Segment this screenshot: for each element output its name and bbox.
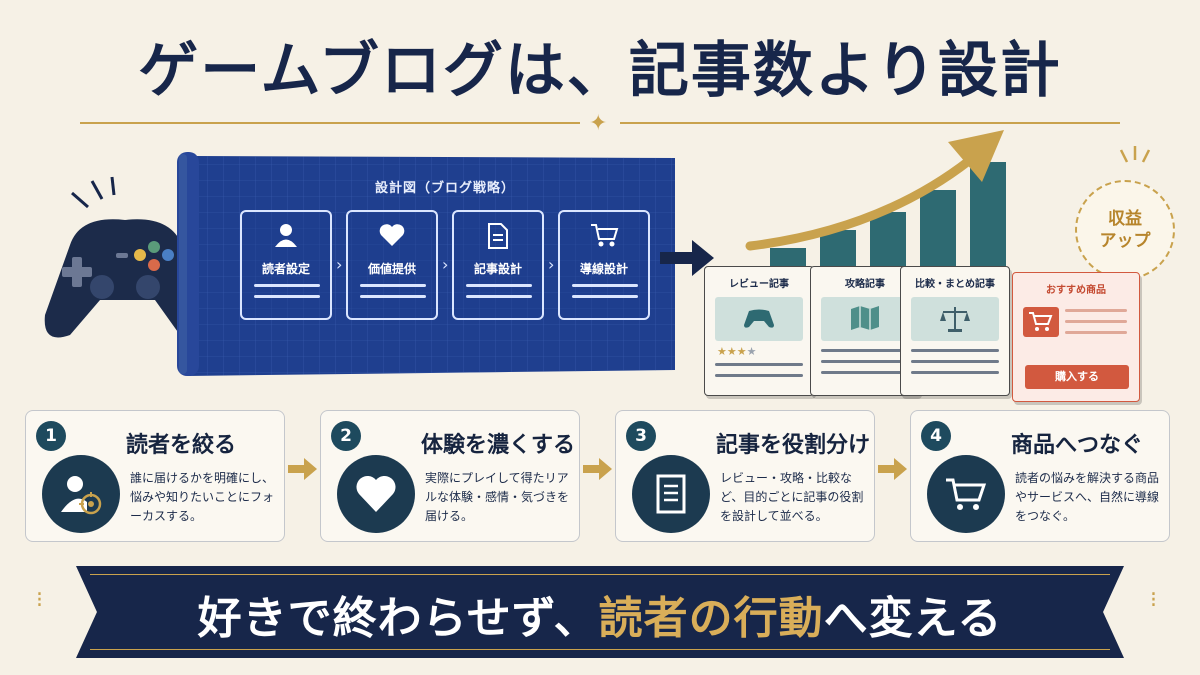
cart-icon (1029, 312, 1053, 331)
step-number: 3 (626, 421, 656, 451)
blueprint-card-value: 価値提供 (346, 210, 438, 320)
divider-left (80, 122, 580, 124)
document-icon (632, 455, 710, 533)
blueprint-card-article: 記事設計 (452, 210, 544, 320)
badge-line2: アップ (1099, 231, 1151, 251)
scale-icon (940, 307, 970, 332)
heart-icon (348, 222, 436, 252)
game-controller-icon (40, 175, 210, 354)
rating-stars: ★★★★ (717, 345, 757, 358)
blueprint-title: 設計図（ブログ戦略） (374, 181, 515, 196)
controller-icon (744, 309, 774, 328)
cart-icon (927, 455, 1005, 533)
step-number: 4 (921, 421, 951, 451)
step-description: 読者の悩みを解決する商品やサービスへ、自然に導線をつなぐ。 (1015, 471, 1160, 523)
arrow-right-icon (583, 456, 613, 486)
sparkle-icon: ✦ (589, 111, 608, 136)
step-description: レビュー・攻略・比較など、目的ごとに記事の役割を設計して並べる。 (720, 471, 864, 523)
chevron-right-icon: › (548, 255, 555, 274)
document-icon (454, 222, 542, 254)
banner-text-before: 好きで終わらせず、 (197, 593, 599, 644)
arrow-right-icon (660, 238, 716, 282)
growth-chart-illustration (720, 120, 1060, 294)
blueprint-card-label: 読者設定 (261, 262, 310, 276)
bottom-banner (76, 566, 1124, 658)
divider-right (620, 122, 1120, 124)
step-description: 誰に届けるかを明確にし、悩みや知りたいことにフォーカスする。 (130, 471, 275, 523)
banner-message: 好きで終わらせず、読者の行動へ変える (76, 582, 1124, 646)
step-title: 記事を役割分け (716, 433, 871, 458)
step-card-3: 3 記事を役割分け レビュー・攻略・比較など、目的ごとに記事の役割を設計して並べ… (615, 410, 875, 542)
map-icon (851, 306, 879, 330)
person-icon (242, 222, 330, 252)
banner-text-highlight: 読者の行動 (598, 593, 824, 644)
recommend-label: おすすめ商品 (1046, 285, 1106, 296)
blueprint-card-label: 価値提供 (367, 262, 416, 276)
step-card-4: 4 商品へつなぐ 読者の悩みを解決する商品やサービスへ、自然に導線をつなぐ。 (910, 410, 1170, 542)
chevron-right-icon: › (336, 255, 343, 274)
arrow-right-icon (878, 456, 908, 486)
article-card-review: レビュー記事 ★★★★ (704, 266, 814, 396)
blueprint-card-funnel: 導線設計 (558, 210, 650, 320)
sparkle-lines-icon: ⁝ (36, 588, 43, 613)
revenue-up-badge: 収益 アップ (1075, 180, 1175, 280)
article-card-recommend: おすすめ商品 購入する (1012, 272, 1140, 402)
step-description: 実際にプレイして得たリアルな体験・感情・気づきを届ける。 (425, 471, 570, 523)
blueprint-card-label: 導線設計 (579, 262, 628, 276)
banner-border (90, 574, 1110, 650)
heart-icon (337, 455, 415, 533)
step-card-2: 2 体験を濃くする 実際にプレイして得たリアルな体験・感情・気づきを届ける。 (320, 410, 580, 542)
step-title: 読者を絞る (126, 433, 237, 458)
target-person-icon (42, 455, 120, 533)
blueprint-card-reader: 読者設定 (240, 210, 332, 320)
buy-button[interactable]: 購入する (1025, 365, 1129, 389)
blueprint-card-label: 記事設計 (473, 262, 522, 276)
step-number: 2 (331, 421, 361, 451)
page-title: ゲームブログは、記事数より設計 (138, 36, 1062, 106)
badge-line1: 収益 (1108, 209, 1142, 229)
article-card-compare: 比較・まとめ記事 (900, 266, 1010, 396)
step-title: 体験を濃くする (421, 433, 576, 458)
chevron-right-icon: › (442, 255, 449, 274)
sparkle-rays-icon (1115, 146, 1155, 180)
article-label: 攻略記事 (845, 279, 885, 290)
step-card-1: 1 読者を絞る 誰に届けるかを明確にし、悩みや知りたいことにフォーカスする。 (25, 410, 285, 542)
step-number: 1 (36, 421, 66, 451)
banner-text-after: へ変える (823, 593, 1003, 644)
cart-icon (560, 222, 648, 252)
step-title: 商品へつなぐ (1011, 433, 1144, 458)
article-label: 比較・まとめ記事 (915, 279, 995, 290)
arrow-right-icon (288, 456, 318, 486)
article-label: レビュー記事 (729, 279, 789, 290)
sparkle-lines-icon: ⁝ (1150, 588, 1157, 613)
